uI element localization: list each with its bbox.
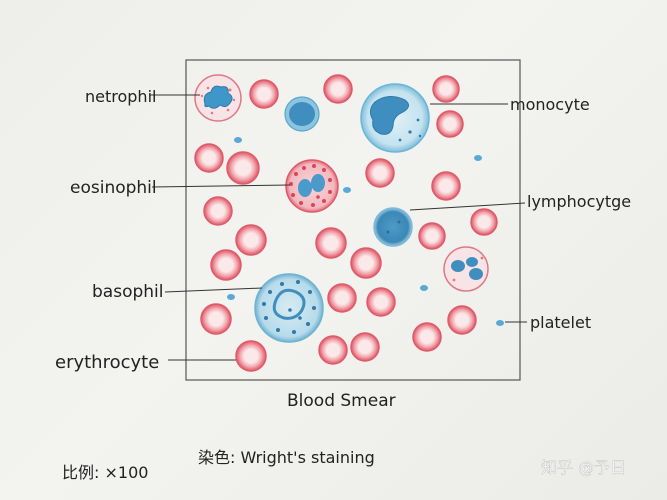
stain-text: 染色: Wright's staining (198, 448, 375, 467)
erythrocyte (436, 110, 464, 138)
erythrocyte (323, 74, 353, 104)
erythrocyte (470, 208, 498, 236)
platelet (474, 155, 482, 161)
platelet (343, 187, 351, 193)
erythrocyte (203, 196, 233, 226)
lymphocyte-cell (373, 207, 413, 247)
field-frame (185, 59, 521, 381)
label-erythrocyte: erythrocyte (55, 352, 159, 373)
eosinophil-cell (285, 159, 339, 213)
erythrocyte-group (194, 74, 498, 372)
leader-lines (150, 94, 527, 361)
erythrocyte (327, 283, 357, 313)
label-monocyte: monocyte (510, 95, 590, 114)
label-eosinophil: eosinophil (70, 178, 157, 198)
erythrocyte (235, 224, 267, 256)
erythrocyte (200, 303, 232, 335)
platelet (496, 320, 504, 326)
erythrocyte (350, 247, 382, 279)
erythrocyte (318, 335, 348, 365)
erythrocyte (249, 79, 279, 109)
neutrophil-cell (194, 74, 242, 122)
erythrocyte (432, 75, 460, 103)
erythrocyte (365, 158, 395, 188)
erythrocyte (315, 227, 347, 259)
scale-text: 比例: ×100 (62, 463, 148, 482)
erythrocyte (418, 222, 446, 250)
platelet (227, 294, 235, 300)
platelet (420, 285, 428, 291)
label-lymphocyte: lymphocytge (527, 192, 631, 211)
lymphocyte-small (284, 96, 320, 132)
watermark: 知乎 @予日 (541, 458, 626, 477)
erythrocyte (194, 143, 224, 173)
erythrocyte (210, 249, 242, 281)
erythrocyte (412, 322, 442, 352)
erythrocyte (350, 332, 380, 362)
neutrophil-cell-right (443, 246, 489, 292)
platelet-group (227, 137, 504, 326)
label-neutrophil: netrophil (85, 87, 156, 106)
label-platelet: platelet (530, 313, 591, 332)
platelet (234, 137, 242, 143)
erythrocyte (235, 340, 267, 372)
erythrocyte (431, 171, 461, 201)
basophil-cell (254, 273, 324, 343)
erythrocyte (366, 287, 396, 317)
caption: Blood Smear (287, 391, 396, 411)
label-basophil: basophil (92, 282, 163, 302)
erythrocyte (226, 151, 260, 185)
erythrocyte (447, 305, 477, 335)
monocyte-cell (360, 83, 430, 153)
